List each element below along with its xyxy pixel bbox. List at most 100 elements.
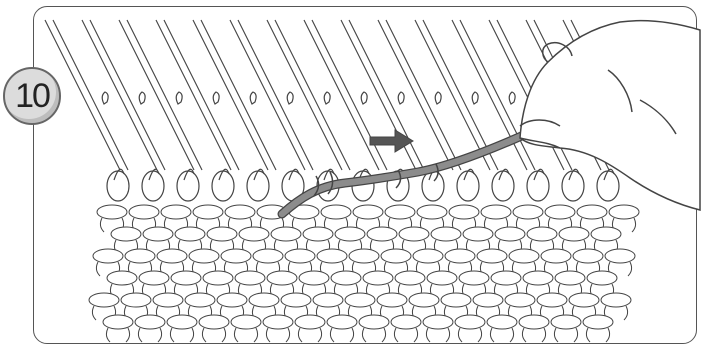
purl-bump — [527, 227, 557, 241]
purl-bump — [487, 315, 517, 329]
purl-bump — [139, 271, 169, 285]
loom-peg — [415, 20, 490, 170]
stitch-leg — [490, 328, 513, 342]
purl-bump — [335, 227, 365, 241]
stitch-leg — [202, 328, 225, 342]
stitch-leg — [330, 328, 353, 342]
peg-loop — [142, 171, 164, 201]
purl-bump — [93, 249, 123, 263]
purl-bump — [317, 249, 347, 263]
loom-peg-edge — [312, 20, 387, 170]
purl-bump — [491, 271, 521, 285]
purl-bump — [239, 227, 269, 241]
purl-bump — [427, 271, 457, 285]
purl-bump — [161, 205, 191, 219]
loom-peg — [193, 20, 268, 170]
stitch-leg — [522, 328, 545, 342]
stitch-leg — [298, 328, 321, 342]
peg-hook — [213, 92, 219, 104]
peg-hook — [176, 92, 182, 104]
peg-hook — [472, 92, 478, 104]
peg-hook — [139, 92, 145, 104]
purl-bump — [445, 249, 475, 263]
purl-bump — [513, 205, 543, 219]
loom-peg — [119, 20, 194, 170]
peg-hook — [435, 92, 441, 104]
purl-bump — [551, 315, 581, 329]
peg-hook — [398, 92, 404, 104]
purl-bump — [399, 227, 429, 241]
step-number-badge: 10 — [3, 67, 61, 125]
purl-bump — [477, 249, 507, 263]
purl-bump — [609, 205, 639, 219]
peg-loop — [177, 171, 199, 201]
stitch-leg — [458, 328, 481, 342]
purl-bump — [541, 249, 571, 263]
purl-bump — [167, 315, 197, 329]
peg-loop — [212, 171, 234, 201]
purl-bump — [135, 315, 165, 329]
purl-bump — [189, 249, 219, 263]
purl-bump — [231, 315, 261, 329]
purl-bump — [495, 227, 525, 241]
purl-bump — [221, 249, 251, 263]
peg-hook — [250, 92, 256, 104]
purl-bump — [509, 249, 539, 263]
loom-peg — [267, 20, 342, 170]
loom-peg-edge — [53, 20, 128, 170]
loom-peg — [378, 20, 453, 170]
loom-peg-edge — [349, 20, 424, 170]
purl-bump — [545, 205, 575, 219]
loom-peg-edge — [164, 20, 239, 170]
purl-bump — [555, 271, 585, 285]
purl-bump — [431, 227, 461, 241]
stitch-leg — [362, 328, 385, 342]
step-number: 10 — [15, 79, 49, 113]
loom-peg — [156, 20, 231, 170]
stitch-leg — [426, 328, 449, 342]
purl-bump — [111, 227, 141, 241]
purl-bump — [569, 293, 599, 307]
purl-bump — [349, 249, 379, 263]
purl-bump — [303, 227, 333, 241]
peg-hook — [509, 92, 515, 104]
purl-bump — [345, 293, 375, 307]
purl-bump — [331, 271, 361, 285]
purl-bump — [601, 293, 631, 307]
peg-loop — [562, 171, 584, 201]
purl-bump — [353, 205, 383, 219]
purl-bump — [423, 315, 453, 329]
purl-bump — [89, 293, 119, 307]
loom-peg — [304, 20, 379, 170]
purl-bump — [295, 315, 325, 329]
purl-bump — [203, 271, 233, 285]
purl-bump — [395, 271, 425, 285]
loom-peg — [341, 20, 416, 170]
purl-bump — [359, 315, 389, 329]
loom-peg-edge — [90, 20, 165, 170]
purl-bump — [263, 315, 293, 329]
loom-peg — [230, 20, 305, 170]
purl-bump — [103, 315, 133, 329]
stitch-leg — [394, 328, 417, 342]
purl-bump — [171, 271, 201, 285]
stitch-leg — [266, 328, 289, 342]
purl-bump — [193, 205, 223, 219]
purl-bump — [455, 315, 485, 329]
purl-bump — [605, 249, 635, 263]
purl-bump — [321, 205, 351, 219]
purl-bump — [217, 293, 247, 307]
purl-bump — [207, 227, 237, 241]
purl-bump — [391, 315, 421, 329]
purl-bump — [381, 249, 411, 263]
purl-bump — [417, 205, 447, 219]
purl-bump — [249, 293, 279, 307]
peg-loop — [527, 171, 549, 201]
peg-hook — [102, 92, 108, 104]
purl-bump — [463, 227, 493, 241]
peg-loop — [457, 171, 479, 201]
purl-bump — [267, 271, 297, 285]
purl-bump — [97, 205, 127, 219]
loom-peg-edge — [238, 20, 313, 170]
loom-peg-edge — [275, 20, 350, 170]
